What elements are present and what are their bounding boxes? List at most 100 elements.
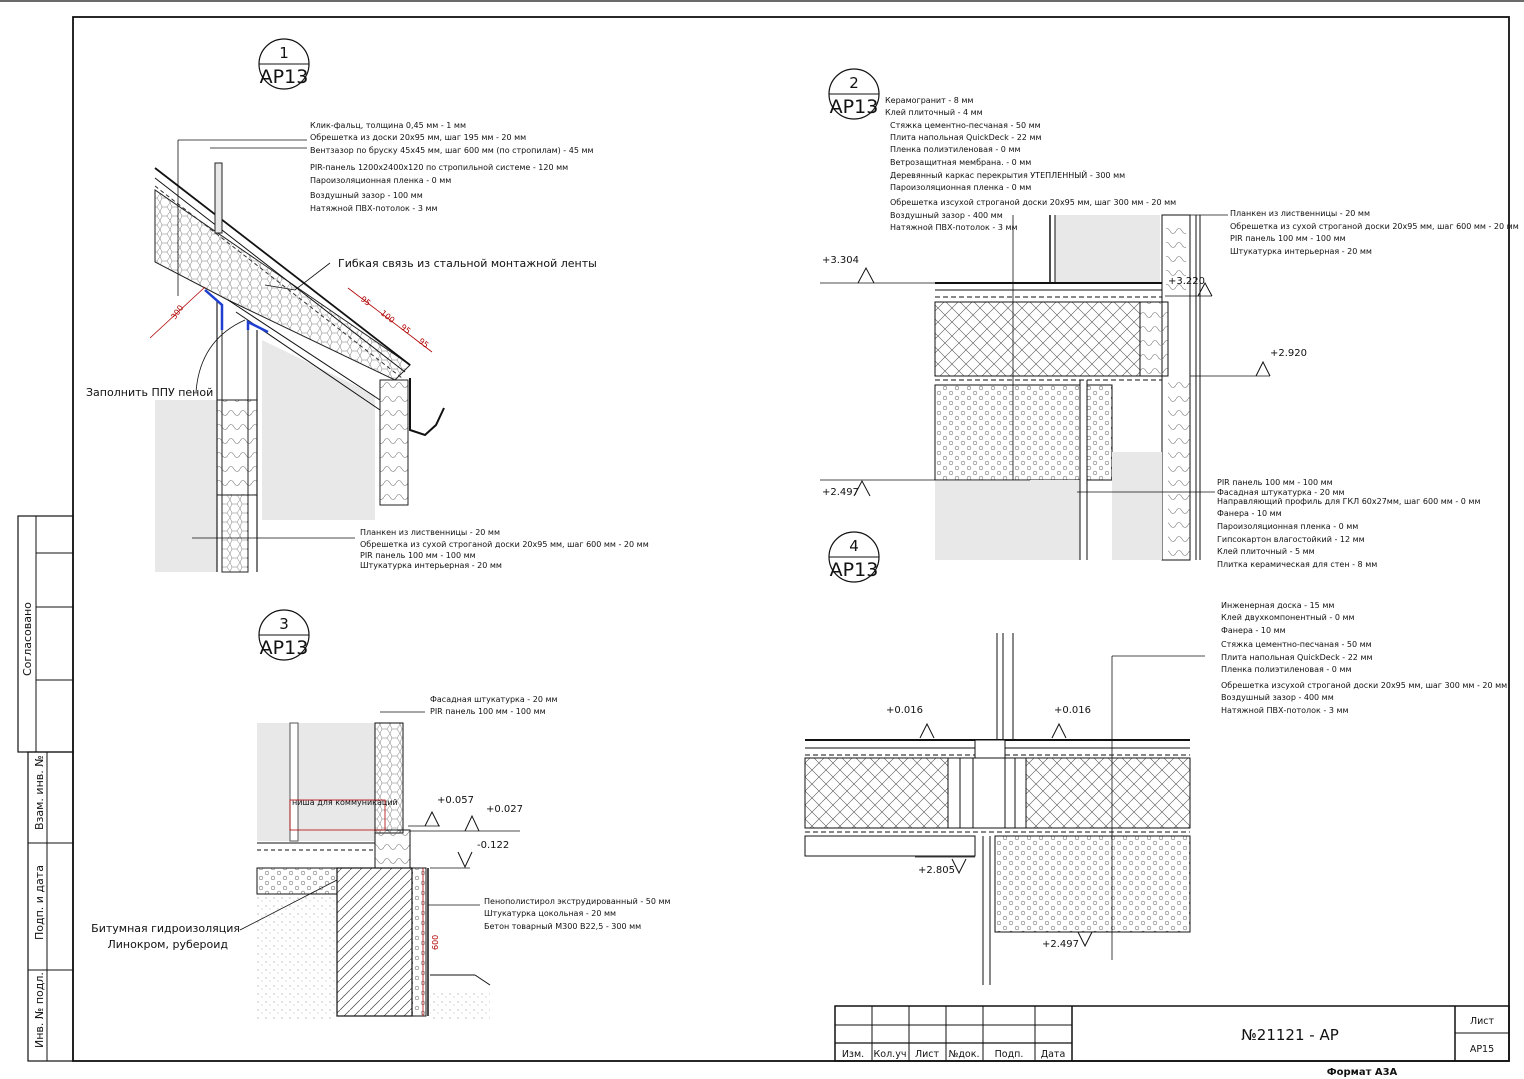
- tie-note: Гибкая связь из стальной монтажной ленты: [338, 257, 597, 270]
- format-label: Формат А3А: [1327, 1067, 1398, 1078]
- note-line: Пленка полиэтиленовая - 0 мм: [1221, 665, 1352, 674]
- note-line: Натяжной ПВХ-потолок - 3 мм: [310, 204, 438, 213]
- marker-sheet: АР13: [830, 559, 879, 581]
- level-mark: +2.805: [918, 865, 955, 876]
- detail-1-wall-notes: Планкен из лиственницы - 20 мм Обрешетка…: [360, 528, 649, 570]
- marker-sheet: АР13: [260, 66, 309, 88]
- detail-4-floor-notes: Инженерная доска - 15 мм Клей двухкомпон…: [1221, 601, 1507, 715]
- note-line: Клей плиточный - 5 мм: [1217, 547, 1315, 556]
- stamp-sign-date: Подп. и дата: [33, 865, 46, 940]
- detail-2-inner-wall-notes: PIR панель 100 мм - 100 мм Фасадная штук…: [1217, 478, 1481, 569]
- detail-3-wall-notes: Фасадная штукатурка - 20 мм PIR панель 1…: [430, 695, 558, 716]
- sheet-label: Лист: [1470, 1016, 1495, 1027]
- level-mark: +0.057: [437, 795, 474, 806]
- niche-label: ниша для коммуникаций: [292, 798, 398, 807]
- level-mark: +2.920: [1270, 348, 1307, 359]
- note-line: Воздушный зазор - 400 мм: [890, 211, 1003, 220]
- note-line: Плита напольная QuickDeck - 22 мм: [1221, 653, 1373, 662]
- note-line: PIR панель 100 мм - 100 мм: [360, 551, 476, 560]
- note-line: Клей плиточный - 4 мм: [885, 108, 983, 117]
- bitumen-sub: Линокром, рубероид: [107, 938, 228, 951]
- detail-marker-4[interactable]: 4 АР13: [828, 531, 880, 583]
- header-list: Лист: [915, 1049, 940, 1060]
- header-doc: №док.: [948, 1049, 979, 1060]
- level-mark: +3.304: [822, 255, 859, 266]
- note-line: Фанера - 10 мм: [1221, 626, 1286, 635]
- level-mark: +2.497: [822, 487, 859, 498]
- detail-3-drawing: [239, 711, 520, 1020]
- note-line: Обрешетка из сухой строганой доски 20х95…: [360, 540, 649, 549]
- detail-2-floor-notes: Керамогранит - 8 мм Клей плиточный - 4 м…: [885, 96, 1176, 232]
- note-line: Планкен из лиственницы - 20 мм: [1230, 209, 1370, 218]
- note-line: Штукатурка цокольная - 20 мм: [484, 909, 616, 918]
- header-date: Дата: [1041, 1049, 1066, 1060]
- note-line: Ветрозащитная мембрана. - 0 мм: [890, 158, 1031, 167]
- dim-300: 300: [169, 303, 185, 321]
- note-line: Штукатурка интерьерная - 20 мм: [360, 561, 502, 570]
- note-line: Фасадная штукатурка - 20 мм: [430, 695, 558, 704]
- note-line: Воздушный зазор - 100 мм: [310, 191, 423, 200]
- detail-marker-2[interactable]: 2 АР13: [828, 68, 880, 120]
- detail-2-levels: +3.304 +3.220 +2.920 +2.497: [822, 255, 1307, 498]
- marker-number: 1: [279, 44, 289, 62]
- dim-600: 600: [431, 935, 440, 950]
- stamp-agreed: Согласовано: [21, 602, 34, 676]
- note-line: Обрешетка из сухой строганой доски 20х95…: [1230, 222, 1519, 231]
- note-line: PIR панель 100 мм - 100 мм: [430, 707, 546, 716]
- marker-number: 2: [849, 74, 859, 92]
- detail-marker-3[interactable]: 3 АР13: [258, 609, 310, 661]
- note-line: Штукатурка интерьерная - 20 мм: [1230, 247, 1372, 256]
- header-izm: Изм.: [842, 1049, 864, 1060]
- dim-95-c: 95: [417, 336, 431, 349]
- side-stamp: Согласовано Взам. инв. № Подп. и дата Ин…: [17, 515, 74, 1062]
- marker-sheet: АР13: [830, 96, 879, 118]
- header-sign: Подп.: [995, 1049, 1024, 1060]
- note-line: PIR-панель 1200х2400х120 по стропильной …: [310, 163, 568, 172]
- detail-4-levels: +0.016 +0.016 +2.805 +2.497: [886, 705, 1091, 950]
- note-line: Планкен из лиственницы - 20 мм: [360, 528, 500, 537]
- detail-1-roof-notes: Клик-фальц, толщина 0,45 мм - 1 мм Обреш…: [310, 121, 594, 213]
- project-cipher: №21121 - АР: [1241, 1026, 1339, 1044]
- level-mark: -0.122: [477, 840, 509, 851]
- level-mark: +3.220: [1168, 276, 1205, 287]
- dim-95-b: 95: [399, 322, 413, 335]
- marker-number: 4: [849, 537, 859, 555]
- note-line: Обрешетка изсухой строганой доски 20х95 …: [890, 198, 1176, 207]
- note-line: Пароизоляционная пленка - 0 мм: [890, 183, 1031, 192]
- header-kol-uch: Кол.уч: [874, 1049, 907, 1060]
- detail-1-drawing: [149, 139, 445, 573]
- marker-number: 3: [279, 615, 289, 633]
- note-line: Плита напольная QuickDeck - 22 мм: [890, 133, 1042, 142]
- note-line: Клик-фальц, толщина 0,45 мм - 1 мм: [310, 121, 466, 130]
- note-line: Плитка керамическая для стен - 8 мм: [1217, 560, 1377, 569]
- stamp-replace-inv: Взам. инв. №: [33, 755, 46, 830]
- note-line: Пенополистирол экструдированный - 50 мм: [484, 897, 671, 906]
- detail-marker-1[interactable]: 1 АР13: [258, 38, 310, 90]
- note-line: Инженерная доска - 15 мм: [1221, 601, 1334, 610]
- note-line: Пленка полиэтиленовая - 0 мм: [890, 145, 1021, 154]
- level-mark: +0.027: [486, 804, 523, 815]
- detail-3-levels: +0.057 +0.027 -0.122: [437, 795, 523, 851]
- note-line: Натяжной ПВХ-потолок - 3 мм: [1221, 706, 1349, 715]
- detail-2-drawing: [820, 214, 1271, 561]
- note-line: Керамогранит - 8 мм: [885, 96, 973, 105]
- stamp-inv-orig: Инв. № подл.: [33, 972, 46, 1048]
- level-mark: +0.016: [1054, 705, 1091, 716]
- dim-95-a: 95: [359, 294, 373, 307]
- detail-3-plinth-notes: Пенополистирол экструдированный - 50 мм …: [484, 897, 671, 931]
- sheet-number: АР15: [1470, 1044, 1494, 1055]
- note-line: Фанера - 10 мм: [1217, 509, 1282, 518]
- note-line: PIR панель 100 мм - 100 мм: [1230, 234, 1346, 243]
- note-line: Стяжка цементно-песчаная - 50 мм: [1221, 640, 1372, 649]
- note-line: Пароизоляционная пленка - 0 мм: [310, 176, 451, 185]
- note-line: Направляющий профиль для ГКЛ 60х27мм, ша…: [1217, 497, 1481, 506]
- note-line: Бетон товарный М300 В22,5 - 300 мм: [484, 922, 641, 931]
- note-line: Обрешетка изсухой строганой доски 20х95 …: [1221, 681, 1507, 690]
- note-line: Фасадная штукатурка - 20 мм: [1217, 488, 1345, 497]
- note-line: Обрешетка из доски 20х95 мм, шаг 195 мм …: [310, 133, 526, 142]
- note-line: Клей двухкомпонентный - 0 мм: [1221, 613, 1355, 622]
- level-mark: +2.497: [1042, 939, 1079, 950]
- note-line: Натяжной ПВХ-потолок - 3 мм: [890, 223, 1018, 232]
- detail-2-wall-notes: Планкен из лиственницы - 20 мм Обрешетка…: [1230, 209, 1519, 256]
